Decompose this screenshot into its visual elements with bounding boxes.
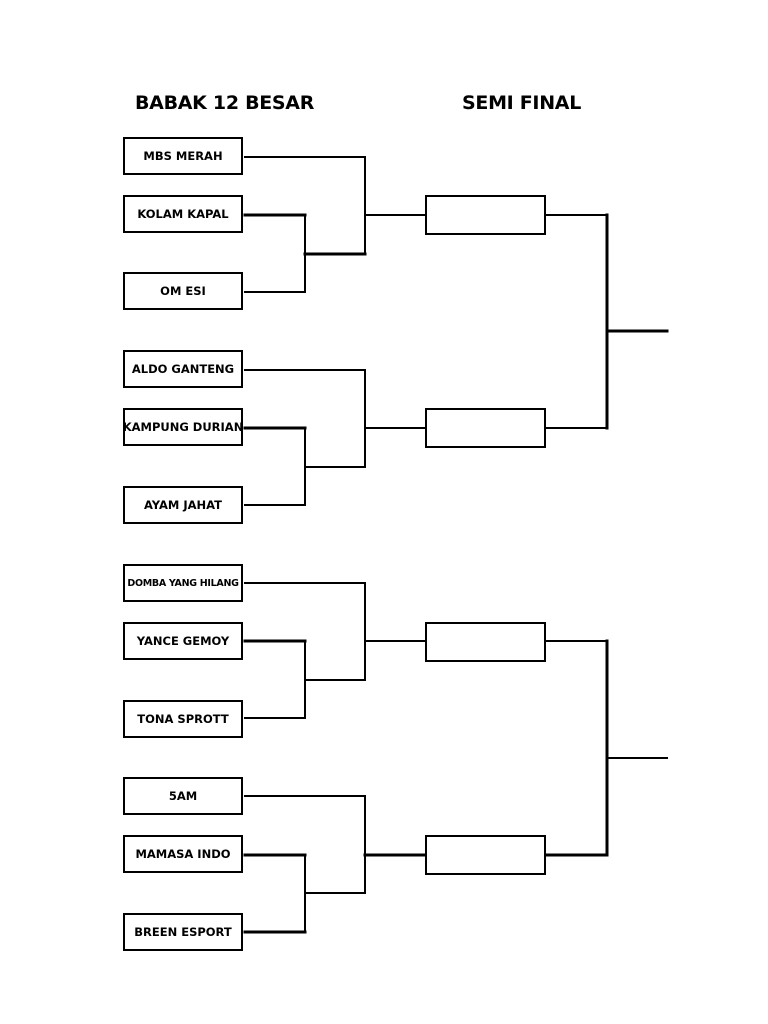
team-slot-mamasa-indo: MAMASA INDO [123, 835, 243, 873]
round-of-12-title: BABAK 12 BESAR [135, 92, 315, 114]
team-slot-5am: 5AM [123, 777, 243, 815]
team-slot-breen-esport: BREEN ESPORT [123, 913, 243, 951]
team-slot-aldo-ganteng: ALDO GANTENG [123, 350, 243, 388]
team-slot-ayam-jahat: AYAM JAHAT [123, 486, 243, 524]
team-slot-om-esi: OM ESI [123, 272, 243, 310]
semifinal-slot-1 [425, 195, 546, 235]
team-slot-mbs-merah: MBS MERAH [123, 137, 243, 175]
semifinal-slot-2 [425, 408, 546, 448]
team-slot-tona-sprott: TONA SPROTT [123, 700, 243, 738]
team-slot-domba-yang-hilang: DOMBA YANG HILANG [123, 564, 243, 602]
semifinal-slot-3 [425, 622, 546, 662]
team-slot-kampung-durian: KAMPUNG DURIAN [123, 408, 243, 446]
semifinal-title: SEMI FINAL [462, 92, 582, 114]
team-slot-yance-gemoy: YANCE GEMOY [123, 622, 243, 660]
semifinal-slot-4 [425, 835, 546, 875]
team-slot-kolam-kapal: KOLAM KAPAL [123, 195, 243, 233]
